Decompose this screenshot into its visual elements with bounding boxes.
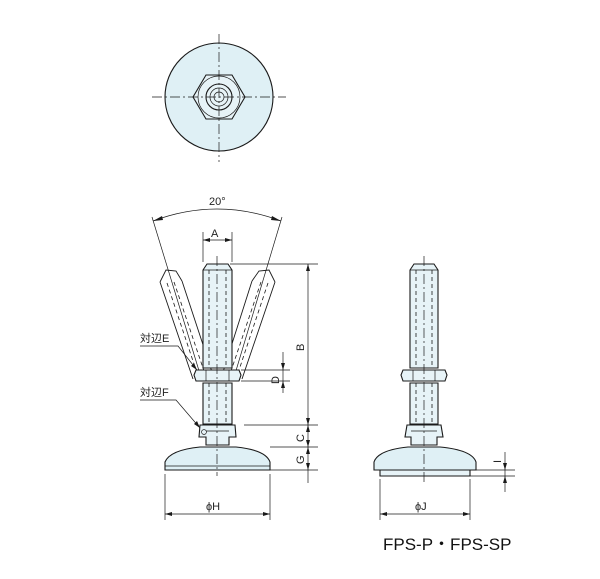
dim-g-label: G <box>295 455 307 464</box>
front-view-left: 20° A <box>140 196 318 520</box>
tilted-bolt-left <box>159 269 213 380</box>
bolt-shaft-lower <box>202 382 233 425</box>
across-flats-e-label: 対辺E <box>140 331 169 345</box>
angle-label: 20° <box>209 196 226 208</box>
ball-joint-right <box>404 424 444 446</box>
dim-d-label: D <box>270 376 282 384</box>
across-flats-f-label: 対辺F <box>140 385 169 399</box>
base-pad <box>164 446 271 471</box>
base-rubber-right <box>379 469 471 477</box>
base-pad-right <box>373 446 477 471</box>
top-view <box>152 34 286 162</box>
dim-a-label: A <box>211 228 219 240</box>
dim-b-label: B <box>295 344 307 351</box>
angle-extension-right <box>234 216 283 375</box>
dim-c-label: C <box>295 434 307 442</box>
bolt-shaft <box>202 263 233 369</box>
hex-nut-right <box>400 369 448 382</box>
angle-arc <box>152 208 282 222</box>
dim-h-label: ϕH <box>206 501 220 513</box>
model-caption: FPS-P・FPS-SP <box>383 535 511 554</box>
ball-joint <box>198 424 237 446</box>
dim-j-label: ϕJ <box>415 501 427 513</box>
dim-i-label: I <box>492 460 504 463</box>
angle-extension-left <box>151 216 201 375</box>
front-view-right: I ϕJ <box>373 256 515 520</box>
hex-nut <box>193 369 242 382</box>
